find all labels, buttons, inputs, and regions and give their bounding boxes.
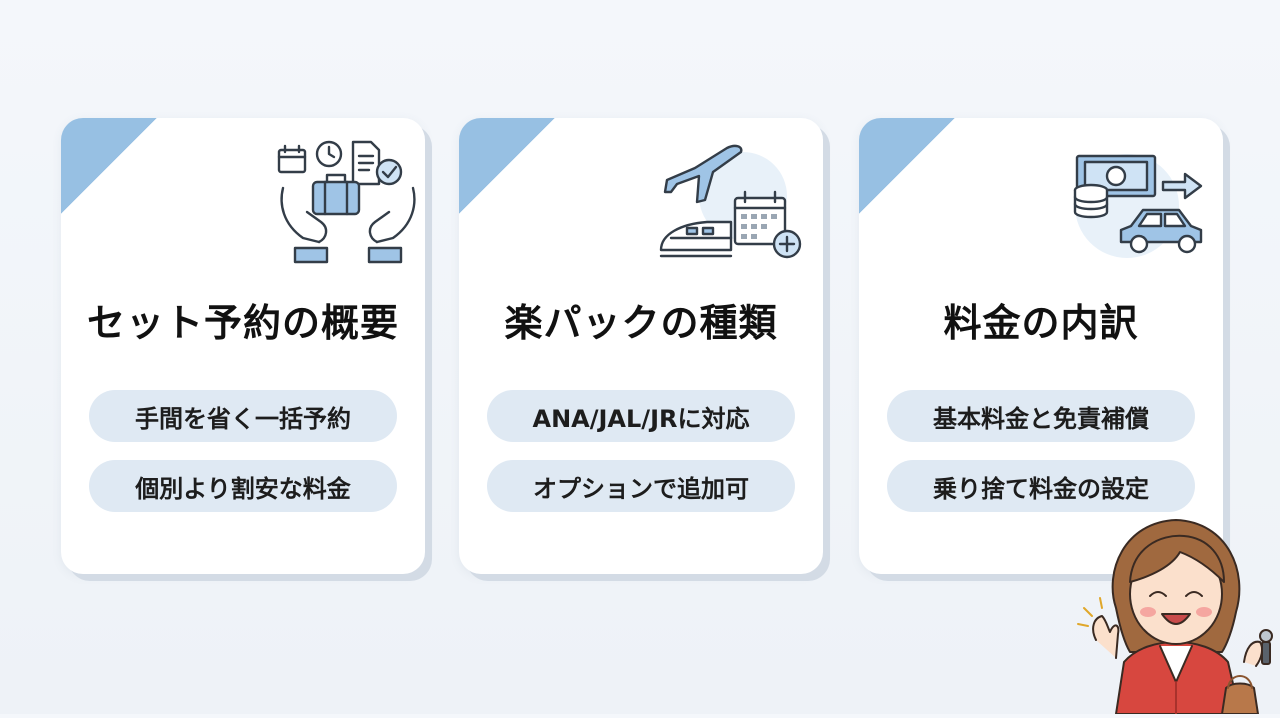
money-coins-car-icon — [1065, 138, 1215, 268]
card-title: 料金の内訳 — [943, 301, 1139, 345]
feature-pill: 手間を省く一括予約 — [89, 390, 397, 442]
feature-pill: ANA/JAL/JRに対応 — [487, 390, 795, 442]
feature-pill: 基本料金と免責補償 — [887, 390, 1195, 442]
smiling-woman-illustration — [1076, 512, 1280, 715]
hands-holding-luggage-icon — [273, 138, 423, 268]
feature-pill: 個別より割安な料金 — [89, 460, 397, 512]
card-rakupack-types: 楽パックの種類 ANA/JAL/JRに対応 オプションで追加可 — [459, 118, 823, 574]
card-title: セット予約の概要 — [86, 301, 399, 345]
plane-train-calendar-icon — [657, 138, 807, 268]
card-title: 楽パックの種類 — [504, 301, 778, 345]
card-set-booking-overview: セット予約の概要 手間を省く一括予約 個別より割安な料金 — [61, 118, 425, 574]
corner-accent — [859, 118, 955, 214]
corner-accent — [61, 118, 157, 214]
corner-accent — [459, 118, 555, 214]
feature-pill: 乗り捨て料金の設定 — [887, 460, 1195, 512]
feature-pill: オプションで追加可 — [487, 460, 795, 512]
card-price-breakdown: 料金の内訳 基本料金と免責補償 乗り捨て料金の設定 — [859, 118, 1223, 574]
